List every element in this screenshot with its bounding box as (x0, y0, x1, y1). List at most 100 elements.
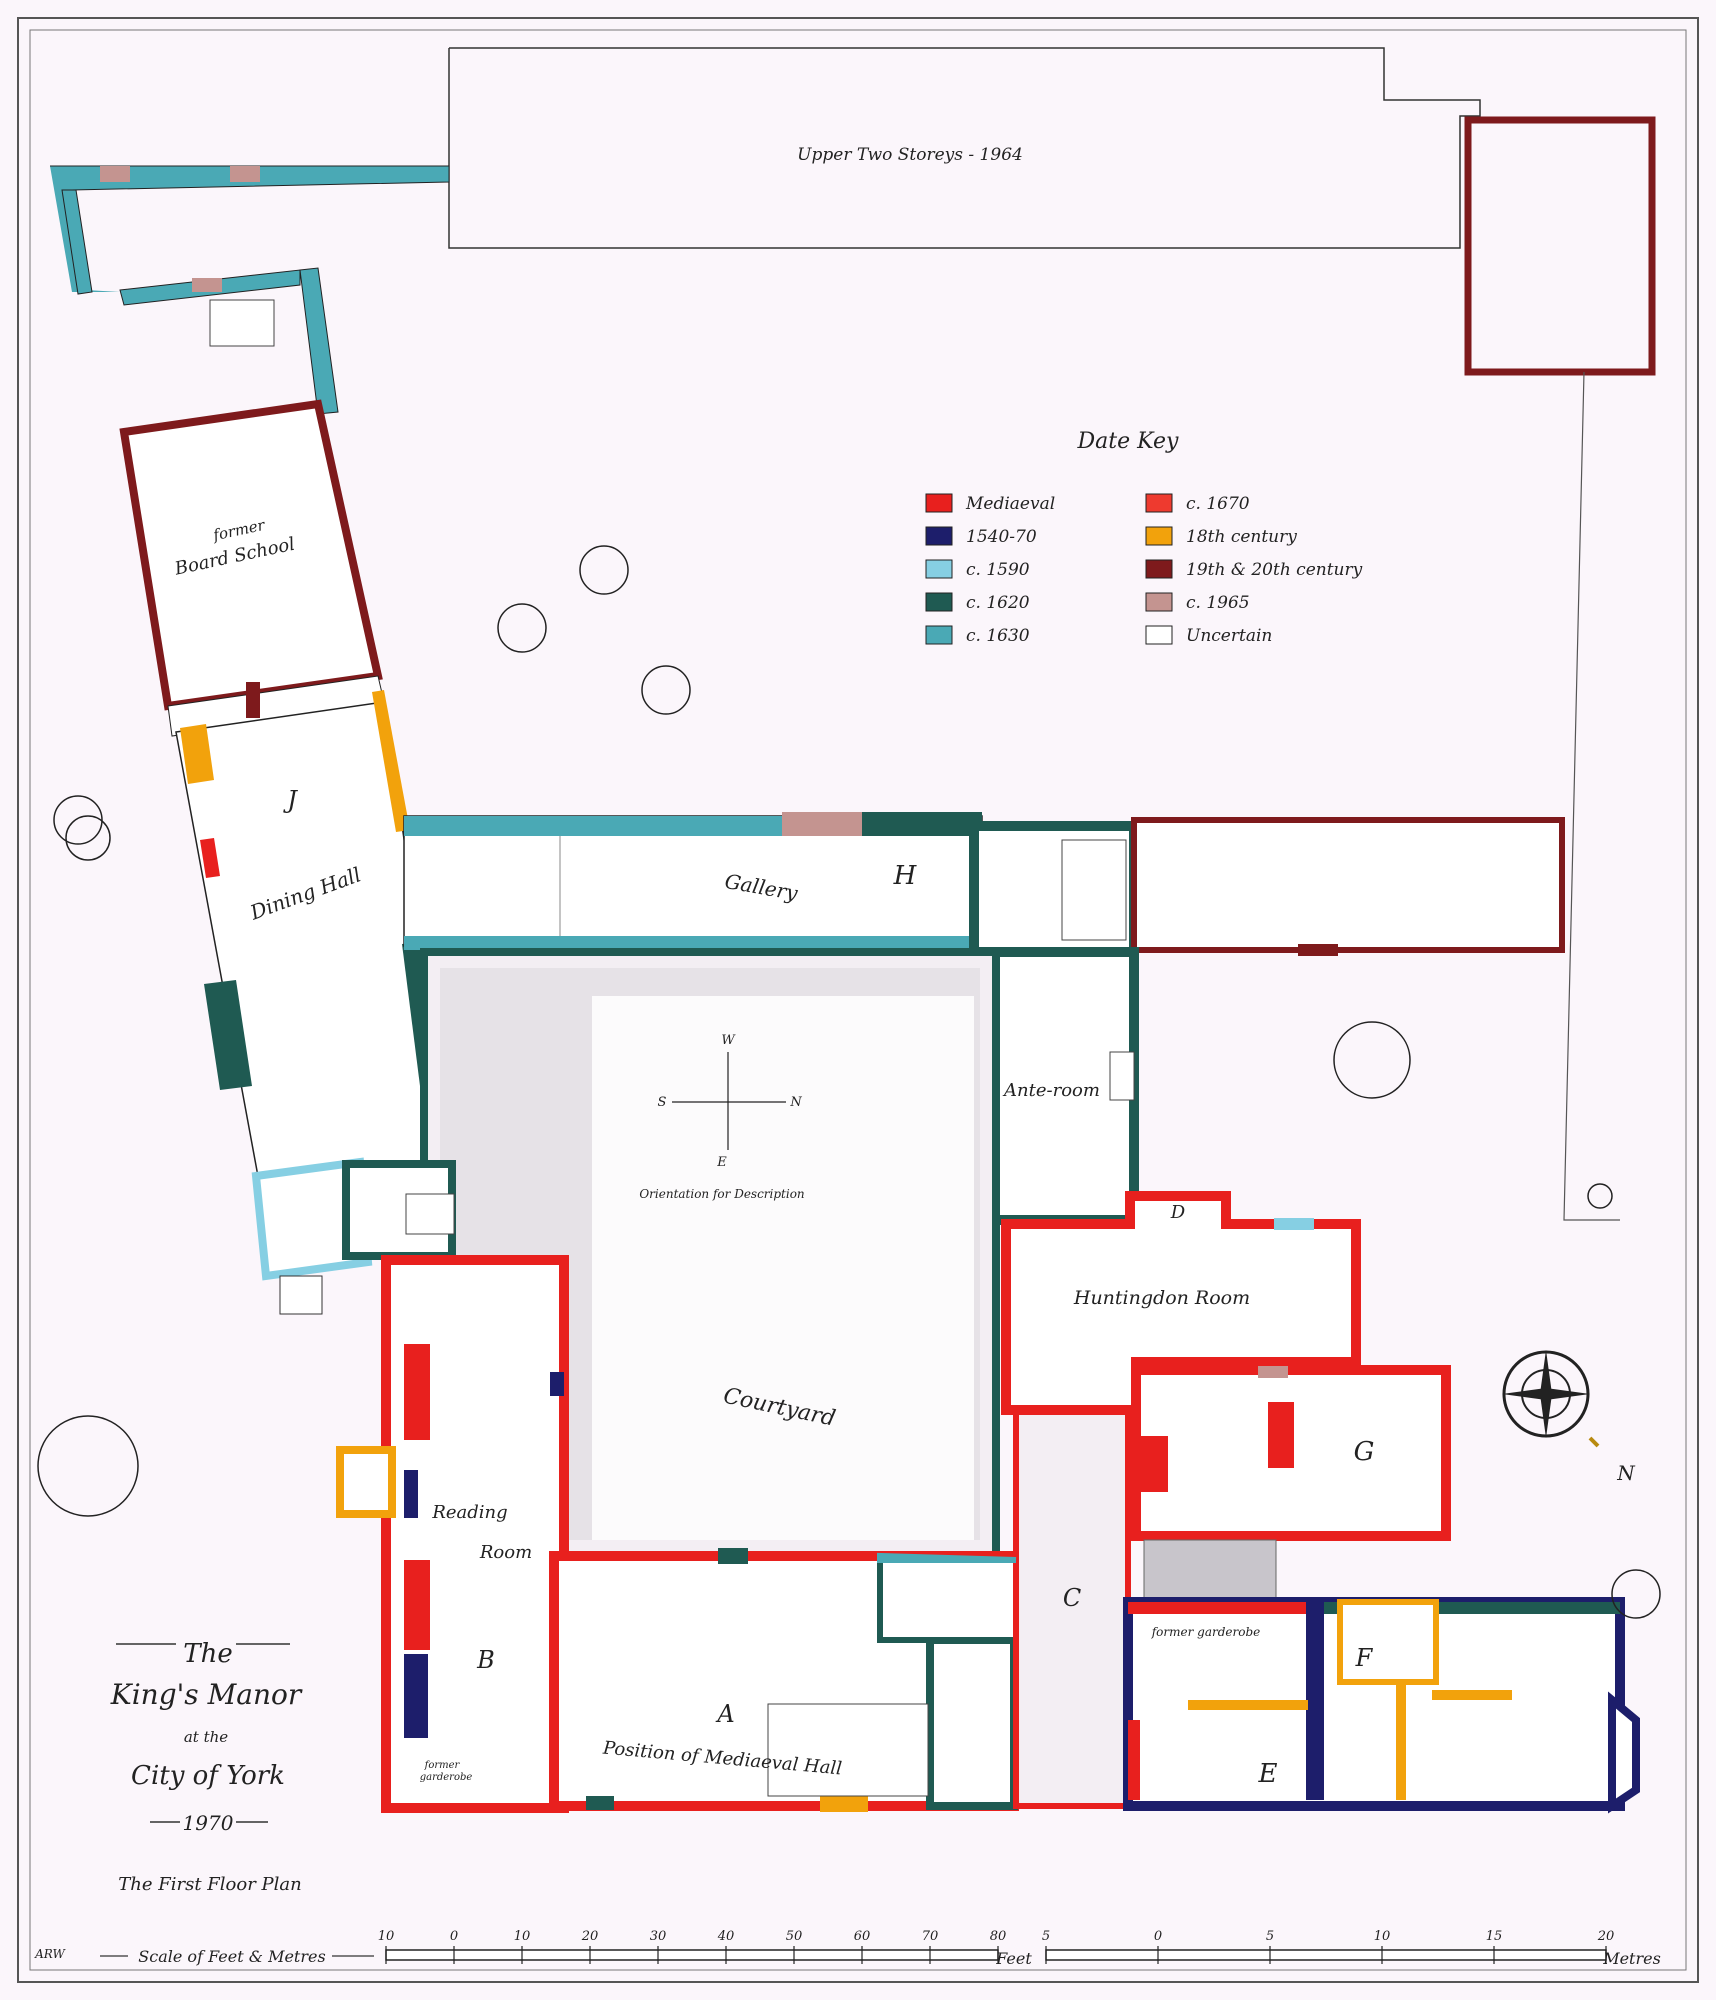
date-key-entry: c. 1590 (925, 559, 1030, 580)
orientation-n: N (789, 1095, 802, 1110)
title-line-2: King's Manor (110, 1678, 303, 1711)
annexe-outline (1464, 116, 1656, 376)
upper-storeys-block: Upper Two Storeys - 1964 (448, 47, 1481, 249)
feet-tick-label: 0 (450, 1929, 458, 1944)
inner-border (29, 29, 1687, 1971)
room-e-letter: E (1258, 1759, 1278, 1789)
date-key-entry: c. 1965 (1145, 592, 1250, 613)
title-line-1: The (183, 1639, 232, 1669)
tree-6 (37, 1415, 139, 1517)
date-key-label: c. 1630 (966, 626, 1030, 646)
date-key-entry: Uncertain (1145, 625, 1272, 646)
northwest-wing (50, 165, 450, 415)
date-key-entry: 18th century (1145, 526, 1297, 547)
upper-storeys-label: Upper Two Storeys - 1964 (797, 145, 1023, 165)
tree-9 (1587, 1183, 1613, 1209)
room-f-letter: F (1355, 1644, 1374, 1672)
feet-tick-label: 30 (650, 1929, 667, 1944)
reading-room-block (336, 1255, 569, 1813)
orientation-s: S (658, 1095, 667, 1110)
board-school-block (119, 399, 386, 737)
metre-tick-label: 0 (1154, 1929, 1162, 1944)
scale-initials: ARW (34, 1947, 66, 1961)
compass-rose-icon (1502, 1350, 1600, 1448)
date-key-title: Date Key (1077, 429, 1179, 454)
date-key-label: c. 1590 (966, 560, 1030, 580)
room-c-letter: C (1063, 1584, 1081, 1612)
date-key-swatch (925, 625, 953, 645)
orientation-w: W (721, 1033, 736, 1048)
garderobe-b-line2: garderobe (420, 1772, 473, 1783)
date-key-label: c. 1620 (966, 593, 1030, 613)
feet-tick-label: 10 (378, 1929, 395, 1944)
date-key-swatch (925, 493, 953, 513)
tree-2 (497, 603, 547, 653)
outer-border (17, 17, 1699, 1983)
tree-3 (641, 665, 691, 715)
tree-4 (53, 795, 103, 845)
mediaeval-hall-block (549, 1548, 1019, 1812)
tree-cluster (37, 545, 1661, 1619)
metre-tick-label: 15 (1486, 1929, 1503, 1944)
courtyard-projection (877, 1552, 1017, 1563)
date-key-label: c. 1965 (1186, 593, 1250, 613)
light-well (1143, 1539, 1277, 1601)
date-key-entry: c. 1630 (925, 625, 1030, 646)
room-b-letter: B (476, 1646, 495, 1674)
tree-7 (1333, 1021, 1411, 1099)
orientation-e: E (716, 1155, 727, 1170)
huntingdon-room-block (1001, 1191, 1361, 1415)
date-key-swatch (1145, 625, 1173, 645)
huntingdon-room-label: Huntingdon Room (1073, 1287, 1250, 1309)
room-d-letter: D (1170, 1202, 1186, 1223)
feet-tick-label: 20 (581, 1929, 599, 1944)
date-key-swatch (1145, 592, 1173, 612)
date-key-swatch (1145, 493, 1173, 513)
orientation-caption: Orientation for Description (639, 1187, 804, 1201)
date-key-label: c. 1670 (1186, 494, 1250, 514)
east-range-top (1131, 817, 1565, 956)
date-key-label: 1540-70 (966, 527, 1037, 547)
metre-tick-label: 5 (1042, 1929, 1050, 1944)
feet-tick-label: 40 (717, 1929, 735, 1944)
feet-tick-label: 10 (514, 1929, 531, 1944)
room-g-block (1131, 1365, 1451, 1541)
feet-tick-label: 50 (786, 1929, 803, 1944)
date-key-swatch (925, 526, 953, 546)
feet-tick-label: 60 (854, 1929, 871, 1944)
title-line-3: at the (184, 1728, 228, 1746)
ante-room-label: Ante-room (1002, 1080, 1100, 1101)
date-key-entry: 19th & 20th century (1145, 559, 1363, 580)
date-key-label: 19th & 20th century (1186, 560, 1363, 580)
compass-north-letter: N (1616, 1461, 1636, 1485)
scale-label: Scale of Feet & Metres (138, 1947, 325, 1966)
metre-unit: Metres (1602, 1949, 1661, 1968)
garderobe-b-line1: former (424, 1760, 461, 1771)
tree-1 (579, 545, 629, 595)
tree-8 (1611, 1569, 1661, 1619)
metre-tick-label: 10 (1374, 1929, 1391, 1944)
title-subtitle: The First Floor Plan (118, 1874, 301, 1895)
date-key-entry: c. 1620 (925, 592, 1030, 613)
title-line-4: City of York (131, 1761, 285, 1791)
gallery-block (403, 812, 983, 950)
east-range-block (1123, 1597, 1640, 1814)
title-year: 1970 (183, 1811, 234, 1835)
former-garderobe-e-label: former garderobe (1151, 1625, 1261, 1639)
date-key-label: 18th century (1186, 527, 1297, 547)
reading-room-label-1: Reading (431, 1502, 507, 1523)
date-key-swatch (1145, 559, 1173, 579)
date-key: Date Key Mediaeval 1540-70 c. 1590 c. 1620 c… (925, 429, 1363, 646)
metre-tick-label: 5 (1266, 1929, 1274, 1944)
date-key-swatch (925, 592, 953, 612)
date-key-entry: 1540-70 (925, 526, 1037, 547)
feet-unit: Feet (995, 1949, 1032, 1968)
metre-scale-bar (1045, 1949, 1607, 1961)
date-key-label: Mediaeval (965, 494, 1055, 514)
feet-scale-bar (385, 1949, 999, 1961)
room-a-letter: A (715, 1700, 734, 1728)
feet-tick-label: 70 (922, 1929, 939, 1944)
